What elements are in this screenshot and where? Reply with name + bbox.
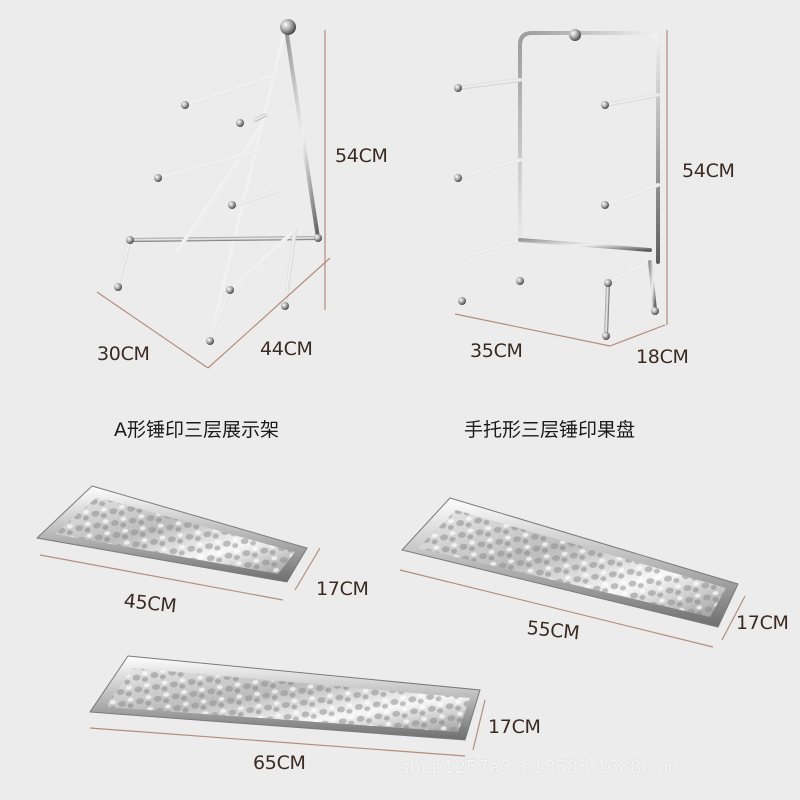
tray-55cm-dimension-lines <box>399 569 746 648</box>
tray3-length-label: 65CM <box>253 752 306 774</box>
a-frame-height-label: 54CM <box>335 145 388 167</box>
tray2-width-label: 17CM <box>736 612 789 634</box>
hand-frame-ball-caps <box>454 29 659 340</box>
hand-frame-caption: 手托形三层锤印果盘 <box>464 419 636 441</box>
tray-65cm <box>89 655 481 741</box>
tray1-width-label: 17CM <box>316 578 369 600</box>
tray-45cm <box>35 485 308 583</box>
a-frame-width-label: 44CM <box>260 338 313 360</box>
hand-frame-width-label: 35CM <box>470 340 523 362</box>
a-frame-caption: A形锤印三层展示架 <box>114 419 279 441</box>
tray-65cm-dimension-lines <box>89 699 486 757</box>
tray-55cm <box>401 497 739 628</box>
tray3-width-label: 17CM <box>488 716 541 738</box>
hand-frame-dimension-lines <box>454 30 668 347</box>
a-frame-depth-label: 30CM <box>97 343 150 365</box>
shop-watermark: shop1257a3ce18583.1688.com <box>400 757 686 778</box>
hand-frame-depth-label: 18CM <box>636 346 689 368</box>
hand-frame-height-label: 54CM <box>682 160 735 182</box>
tray-45cm-dimension-lines <box>39 547 321 601</box>
a-frame-stand <box>116 28 320 342</box>
a-frame-dimension-lines <box>96 30 331 369</box>
a-frame-ball-caps <box>114 19 322 345</box>
hand-frame-stand <box>456 31 660 337</box>
